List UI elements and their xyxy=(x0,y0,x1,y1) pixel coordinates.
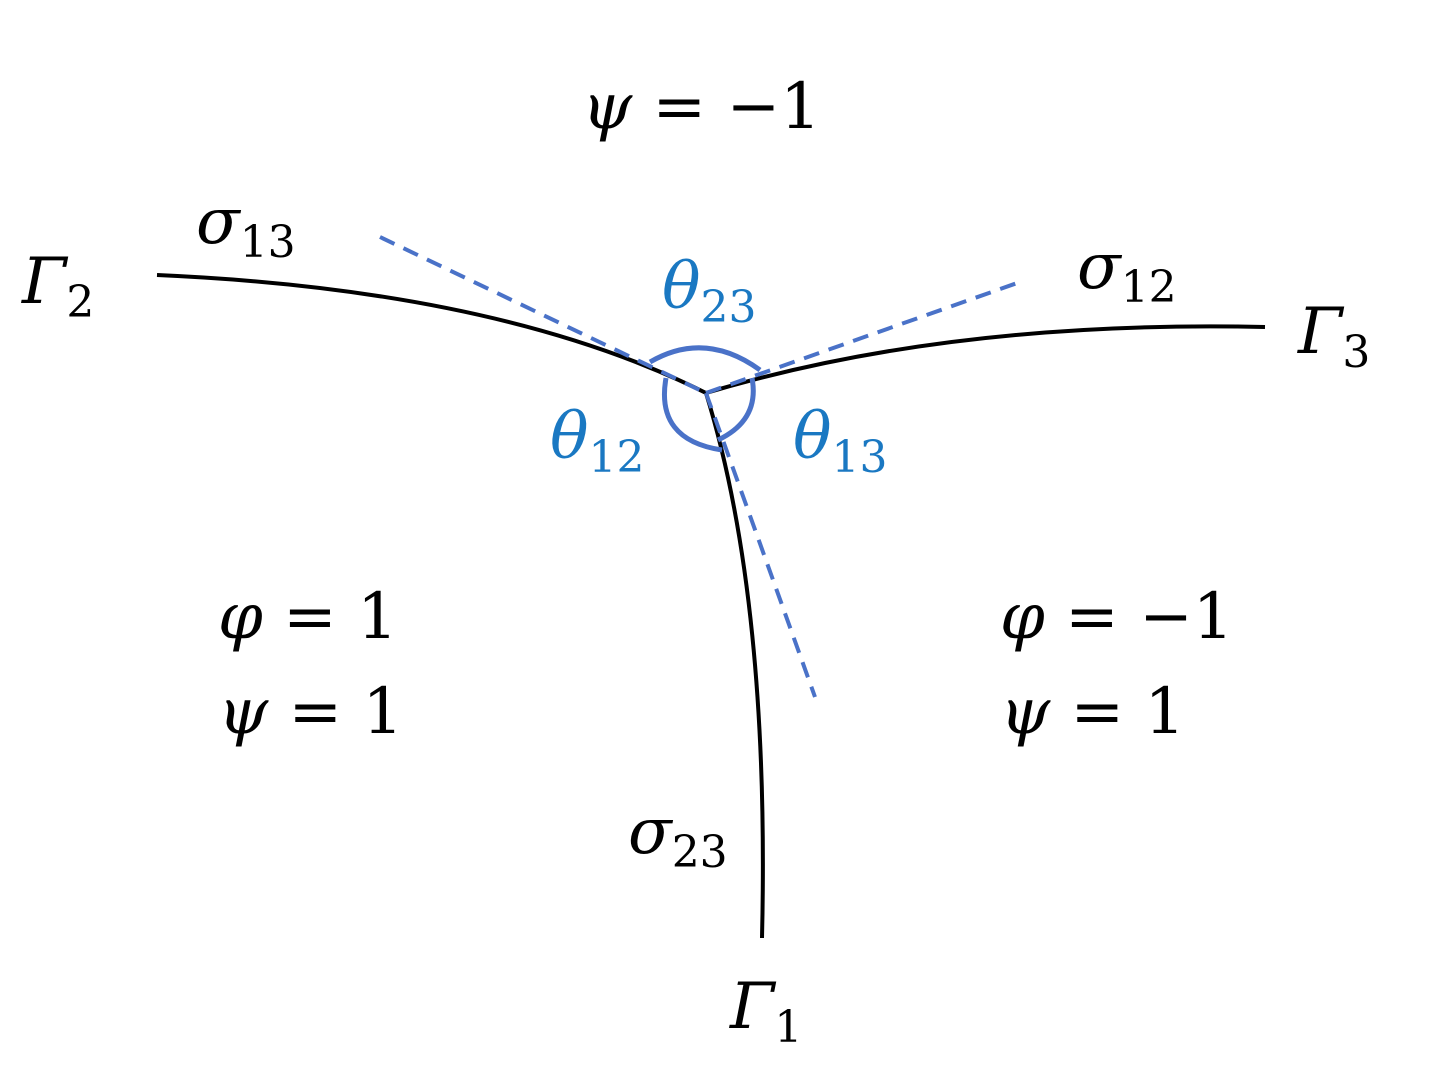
tangent-line-13 xyxy=(379,235,707,395)
label-right-psi: ψ = 1 xyxy=(1000,675,1186,749)
label-theta13: θ13 xyxy=(793,400,888,483)
tangent-line-23 xyxy=(704,392,817,698)
interface-gamma1 xyxy=(704,392,765,939)
label-psi-top: ψ = −1 xyxy=(582,70,821,144)
label-left-phi: φ = 1 xyxy=(218,580,398,654)
label-theta12: θ12 xyxy=(550,400,645,483)
interface-gamma2 xyxy=(156,273,707,395)
angle-arc-theta12 xyxy=(662,377,723,453)
label-theta23: θ23 xyxy=(662,250,757,333)
angle-arc-theta23 xyxy=(648,345,762,373)
label-sigma13: σ13 xyxy=(196,185,296,268)
label-left-psi: ψ = 1 xyxy=(218,675,404,749)
label-gamma2: Γ2 xyxy=(22,245,95,328)
label-sigma23: σ23 xyxy=(628,795,728,878)
label-gamma1: Γ1 xyxy=(730,970,803,1053)
label-right-phi: φ = −1 xyxy=(1000,580,1234,654)
angle-arc-theta13 xyxy=(716,377,756,443)
label-gamma3: Γ3 xyxy=(1298,295,1371,378)
label-sigma12: σ12 xyxy=(1077,230,1177,313)
tangent-line-12 xyxy=(705,280,1021,395)
interface-gamma3 xyxy=(705,324,1266,395)
